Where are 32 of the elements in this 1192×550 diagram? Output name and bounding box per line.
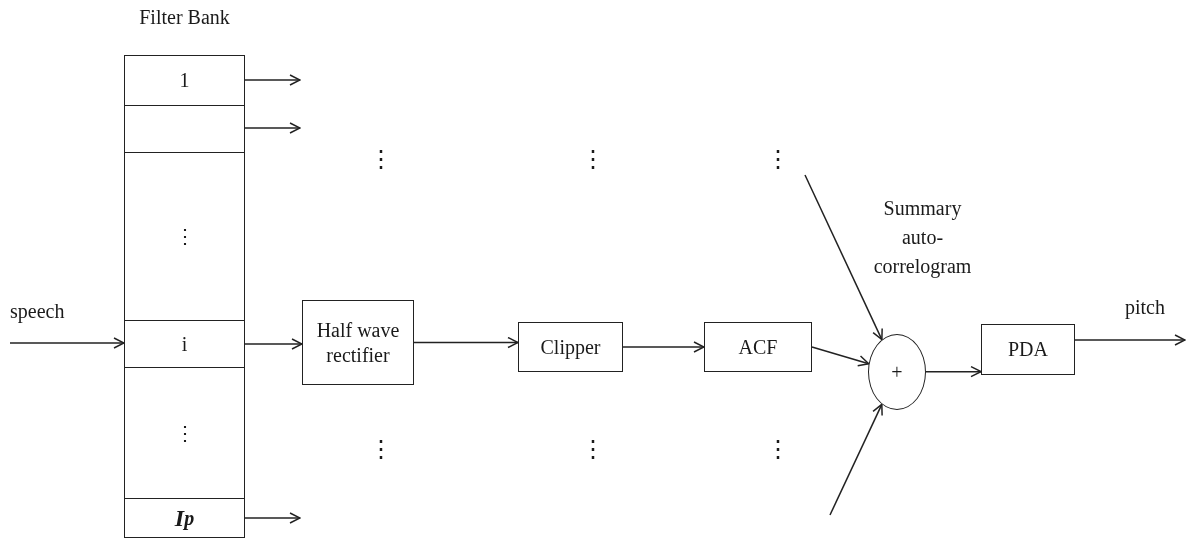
- arrow: [811, 346, 870, 367]
- arrow: [244, 74, 301, 86]
- arrow: [1074, 334, 1186, 346]
- arrow: [244, 122, 301, 134]
- arrow: [622, 341, 705, 353]
- arrow: [925, 365, 982, 378]
- edge-label: pitch: [1125, 296, 1165, 319]
- arrow: [244, 512, 301, 524]
- edge-label: speech: [10, 300, 65, 323]
- filter-channel: 1: [124, 55, 245, 106]
- arrow: [413, 336, 519, 349]
- arrow: [244, 338, 303, 350]
- process-box: ACF: [704, 322, 812, 372]
- arrow: [804, 174, 883, 341]
- process-box: Clipper: [518, 322, 623, 372]
- ellipsis-mark: ⋮: [581, 435, 605, 463]
- arrow: [9, 337, 125, 349]
- filter-channel: ⋮: [124, 152, 245, 321]
- ellipsis-mark: ⋮: [766, 435, 790, 463]
- filter-channel: ⋮: [124, 367, 245, 499]
- process-box: PDA: [981, 324, 1075, 375]
- filter-channel: [124, 105, 245, 153]
- arrow: [829, 403, 883, 516]
- node-caption: Summary auto- correlogram: [872, 196, 973, 280]
- group-heading: Filter Bank: [138, 5, 231, 30]
- ellipsis-mark: ⋮: [766, 145, 790, 173]
- ellipsis-mark: ⋮: [581, 145, 605, 173]
- summing-junction: +: [868, 334, 926, 410]
- filter-channel: i: [124, 320, 245, 368]
- ellipsis-mark: ⋮: [369, 435, 393, 463]
- ellipsis-mark: ⋮: [369, 145, 393, 173]
- process-box: Half wave rectifier: [302, 300, 414, 385]
